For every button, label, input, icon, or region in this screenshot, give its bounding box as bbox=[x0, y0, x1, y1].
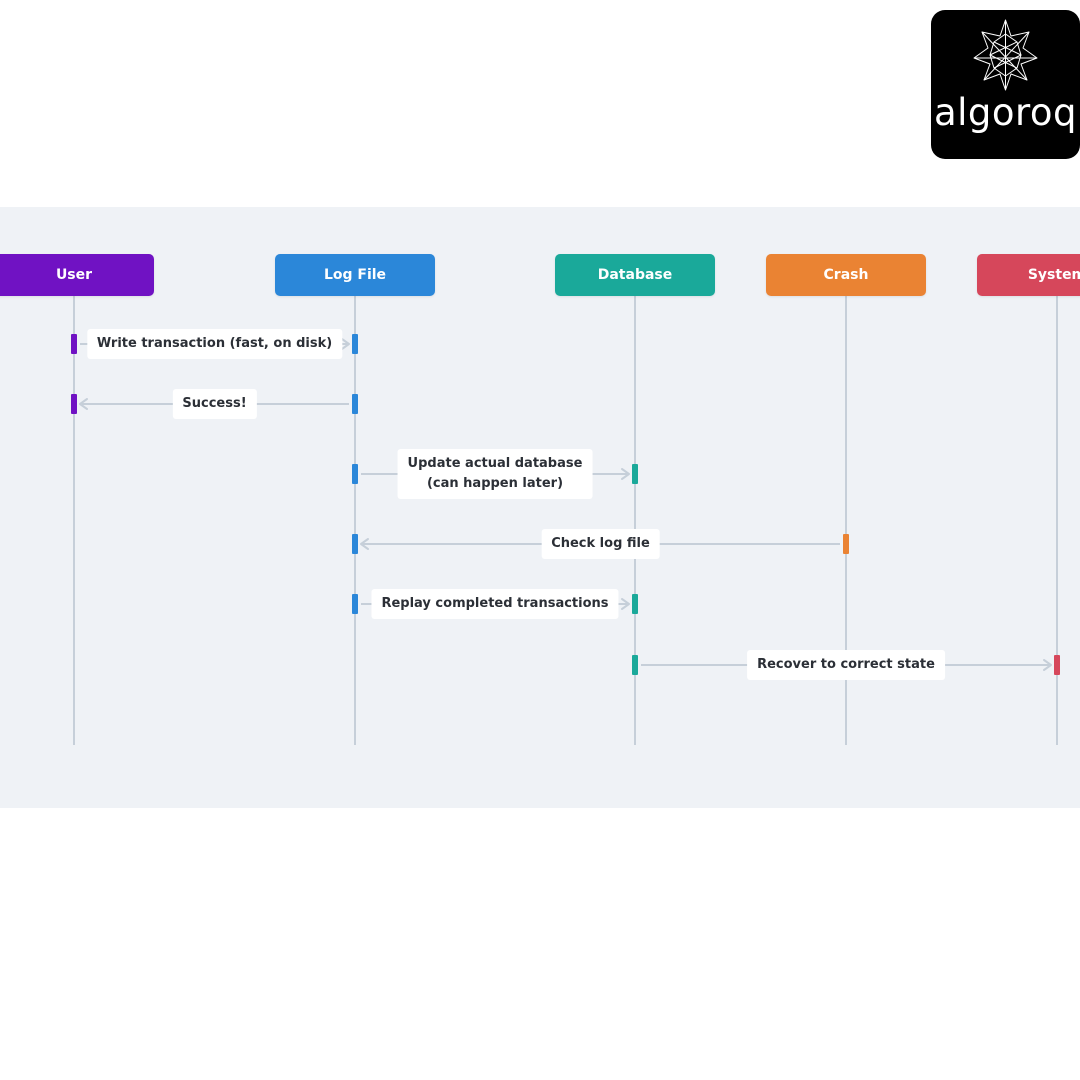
activation-bar-log bbox=[352, 464, 358, 484]
activation-bar-db bbox=[632, 594, 638, 614]
activation-bar-db bbox=[632, 655, 638, 675]
message-label: Check log file bbox=[541, 529, 660, 559]
activation-bar-log bbox=[352, 534, 358, 554]
diagram-lines bbox=[71, 296, 1060, 745]
arrow-head-icon bbox=[79, 398, 88, 410]
message-label: Recover to correct state bbox=[747, 650, 945, 680]
activation-bar-log bbox=[352, 394, 358, 414]
message-label: Replay completed transactions bbox=[371, 589, 619, 619]
message-label: Success! bbox=[172, 389, 257, 419]
star-polyhedron-icon bbox=[973, 19, 1038, 91]
message-label: Write transaction (fast, on disk) bbox=[86, 329, 343, 359]
sequence-diagram: User Log File Database Crash System Write tr… bbox=[0, 207, 1080, 808]
algoroq-logo: algoroq bbox=[931, 10, 1080, 159]
activation-bar-user bbox=[71, 334, 77, 354]
actor-user: User bbox=[0, 254, 154, 296]
message-label: Update actual database (can happen later… bbox=[397, 449, 593, 499]
actor-db: Database bbox=[555, 254, 715, 296]
activation-bar-db bbox=[632, 464, 638, 484]
activation-bar-user bbox=[71, 394, 77, 414]
activation-bar-system bbox=[1054, 655, 1060, 675]
activation-bar-crash bbox=[843, 534, 849, 554]
actor-log: Log File bbox=[275, 254, 435, 296]
logo-wordmark: algoroq bbox=[933, 91, 1078, 134]
actor-system: System bbox=[977, 254, 1080, 296]
arrow-head-icon bbox=[621, 598, 630, 610]
arrow-head-icon bbox=[1043, 659, 1052, 671]
activation-bar-log bbox=[352, 334, 358, 354]
arrow-head-icon bbox=[360, 538, 369, 550]
activation-bar-log bbox=[352, 594, 358, 614]
arrow-head-icon bbox=[341, 338, 350, 350]
actor-crash: Crash bbox=[766, 254, 926, 296]
arrow-head-icon bbox=[621, 468, 630, 480]
